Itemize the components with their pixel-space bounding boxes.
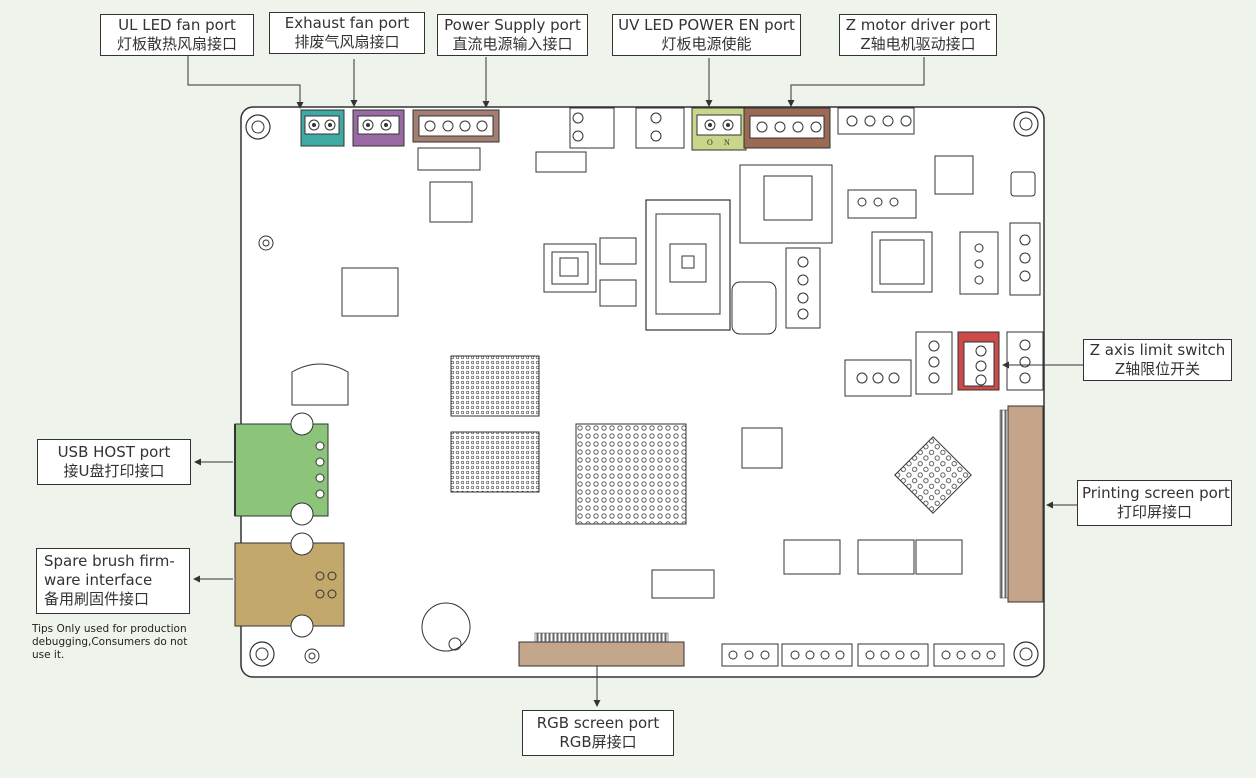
callout-printing-screen-zh: 打印屏接口 <box>1116 503 1192 521</box>
power-module <box>341 155 974 335</box>
ul-led-fan-connector <box>300 109 345 147</box>
callout-spare-brush-line2: ware interface <box>44 571 153 589</box>
callout-power-supply: Power Supply port 直流电源输入接口 <box>437 14 588 56</box>
callout-uv-led-power-en: UV LED POWER EN port <box>618 16 795 34</box>
callout-rgb-screen-zh: RGB屏接口 <box>559 733 637 751</box>
uv-connector-label-o: O <box>707 138 713 147</box>
callout-z-motor: Z motor driver port Z轴电机驱动接口 <box>839 14 997 56</box>
qfp-chip-left <box>543 243 597 293</box>
callout-exhaust-fan: Exhaust fan port 排废气风扇接口 <box>269 12 425 54</box>
callout-spare-brush-line1: Spare brush firm- <box>44 552 175 570</box>
callout-power-supply-en: Power Supply port <box>444 16 581 34</box>
callout-rgb-screen-en: RGB screen port <box>536 714 660 732</box>
callout-z-limit-en: Z axis limit switch <box>1089 341 1226 359</box>
z-motor-connector <box>743 107 831 149</box>
power-supply-connector <box>412 109 500 143</box>
uv-connector-label-n: N <box>724 138 730 147</box>
callout-spare-brush-zh: 备用刷固件接口 <box>44 590 150 608</box>
spare-brush-connector <box>234 532 345 638</box>
production-tip-note: Tips Only used for production debugging,… <box>32 623 188 661</box>
cpu-package <box>645 199 731 331</box>
top-misc-connectors <box>569 107 1036 197</box>
callout-usb-host-en: USB HOST port <box>57 443 171 461</box>
callout-exhaust-fan-zh: 排废气风扇接口 <box>294 33 400 51</box>
mounting-holes <box>245 111 1039 667</box>
callout-spare-brush: Spare brush firm- ware interface 备用刷固件接口 <box>36 548 190 614</box>
callout-z-motor-zh: Z轴电机驱动接口 <box>860 35 976 53</box>
misc-components <box>291 147 1005 667</box>
usb-host-connector <box>234 412 329 526</box>
callout-ul-led-fan-zh: 灯板散热风扇接口 <box>116 35 237 53</box>
main-soc-bga <box>575 423 687 525</box>
callout-z-limit-zh: Z轴限位开关 <box>1114 360 1201 378</box>
callout-uv-led-power: UV LED POWER EN port 灯板电源使能 <box>612 14 801 56</box>
callout-usb-host: USB HOST port 接U盘打印接口 <box>37 439 191 485</box>
callout-exhaust-fan-en: Exhaust fan port <box>284 14 410 32</box>
qfp-chip-right <box>871 231 933 293</box>
callout-usb-host-zh: 接U盘打印接口 <box>63 462 165 480</box>
callout-ul-led-fan: UL LED fan port 灯板散热风扇接口 <box>100 14 254 56</box>
z-limit-switch-connector <box>957 331 1000 391</box>
uv-led-power-connector <box>691 107 747 151</box>
callout-z-motor-en: Z motor driver port <box>845 16 991 34</box>
callout-printing-screen: Printing screen port 打印屏接口 <box>1077 480 1232 526</box>
proto-arrays <box>450 355 540 493</box>
callout-power-supply-zh: 直流电源输入接口 <box>452 35 573 53</box>
callout-ul-led-fan-en: UL LED fan port <box>118 16 236 34</box>
printing-screen-connector <box>999 405 1044 603</box>
callout-z-limit: Z axis limit switch Z轴限位开关 <box>1083 339 1232 381</box>
rotated-bga-chip <box>894 436 972 514</box>
callout-rgb-screen: RGB screen port RGB屏接口 <box>522 710 674 756</box>
pcb-outline <box>240 106 1045 678</box>
exhaust-fan-connector <box>352 109 405 147</box>
rgb-screen-connector <box>518 632 685 667</box>
callout-uv-led-power-zh: 灯板电源使能 <box>661 35 752 53</box>
callout-printing-screen-en: Printing screen port <box>1082 484 1230 502</box>
right-side-connectors <box>785 189 1044 397</box>
